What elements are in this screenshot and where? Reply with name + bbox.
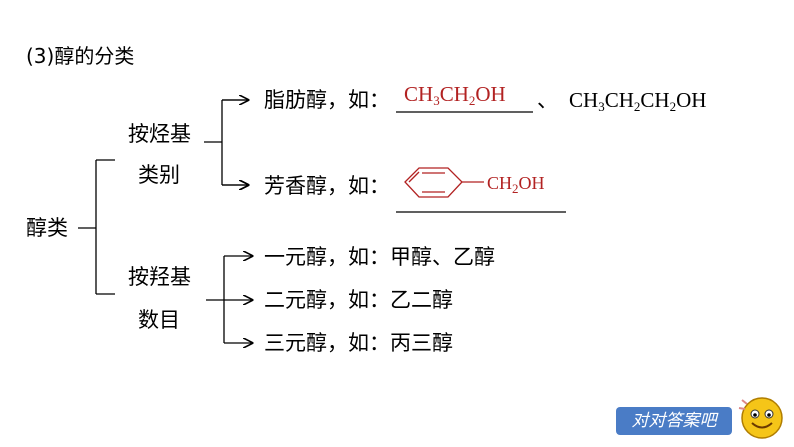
benzyl-alcohol-structure [404,167,484,198]
trihydric-alcohol-row: 三元醇，如：丙三醇 [264,331,453,355]
section-heading: (3)醇的分类 [26,44,135,68]
check-answer-button[interactable]: 对对答案吧 [616,407,732,435]
root-brace [78,159,115,295]
branch1-label-line1: 按烃基 [128,122,191,146]
monohydric-alcohol-row: 一元醇，如：甲醇、乙醇 [264,245,495,269]
branch2-label-line2: 数目 [138,308,180,332]
aliphatic-alcohol-label: 脂肪醇，如： [264,88,390,112]
dihydric-alcohol-row: 二元醇，如：乙二醇 [264,288,453,312]
aliphatic-answer: CH3CH2OH [404,82,506,108]
list-separator: 、 [537,88,558,112]
branch2-brace [206,256,225,343]
propanol-formula: CH3CH2CH2OH [569,88,707,114]
branch2-label-line1: 按羟基 [128,265,191,289]
root-label: 醇类 [26,216,68,240]
aromatic-alcohol-label: 芳香醇，如： [264,174,390,198]
branch1-brace [204,99,248,185]
branch1-label-line2: 类别 [138,163,180,187]
ch2oh-group: CH2OH [487,173,545,196]
smiley-icon[interactable] [734,390,790,442]
